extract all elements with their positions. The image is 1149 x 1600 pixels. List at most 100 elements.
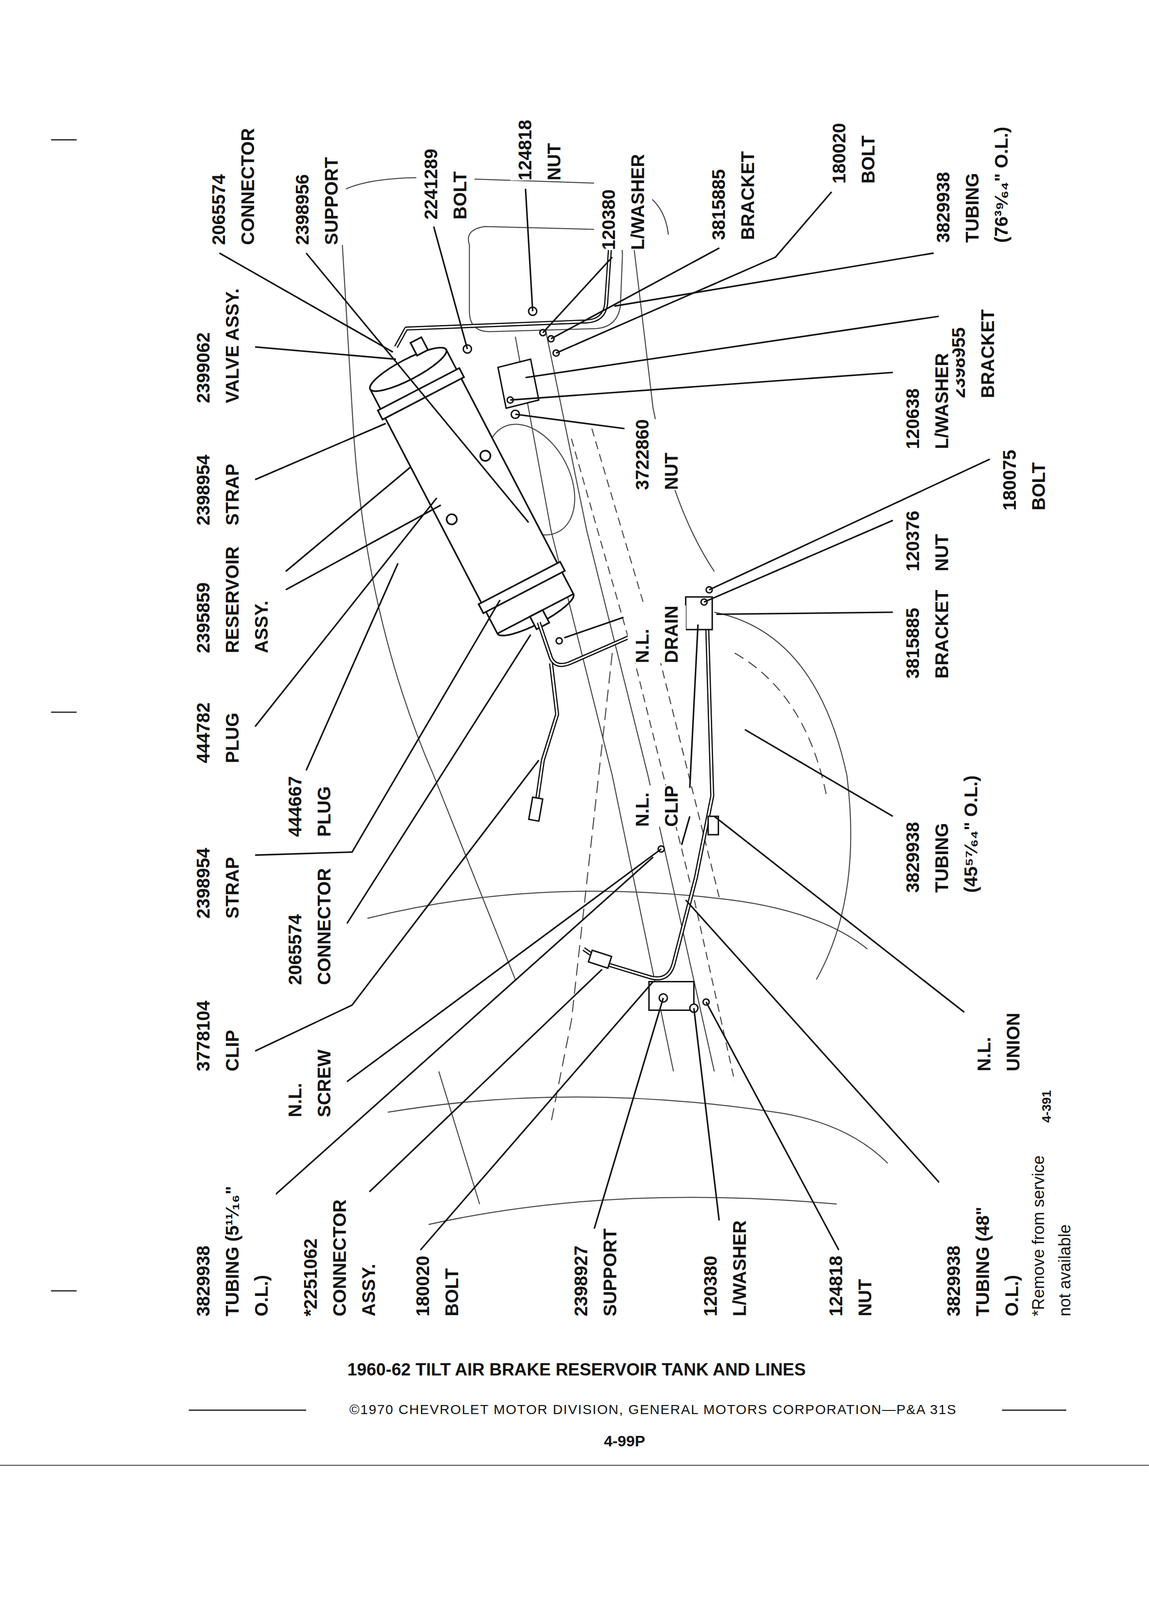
part-callout: 3829938 TUBING (48" O.L.) <box>939 1181 1027 1317</box>
air-tubing <box>534 663 557 817</box>
page-marks <box>50 1289 77 1292</box>
cab-outline <box>428 1197 837 1225</box>
copyright-line: ©1970 CHEVROLET MOTOR DIVISION, GENERAL … <box>346 1401 960 1418</box>
leader-lines <box>515 414 625 429</box>
part-callout: 180020 BOLT <box>408 1255 467 1317</box>
leader-lines <box>254 498 437 727</box>
leader-lines <box>306 563 399 771</box>
part-callout: 124818 NUT <box>821 1255 880 1317</box>
hardware <box>498 359 540 409</box>
part-callout: 2398954 STRAP <box>188 454 247 526</box>
part-callout: N.L. UNION <box>969 1012 1028 1072</box>
part-callout: 124818 NUT <box>510 119 569 181</box>
leader-lines <box>694 1008 720 1223</box>
cab-outline <box>714 612 851 980</box>
reservoir-tank <box>369 349 574 634</box>
part-callout: 444667 PLUG <box>280 776 339 837</box>
part-callout: 2241289 BOLT <box>416 148 475 220</box>
leader-lines <box>685 899 955 1199</box>
reservoir-tank <box>478 561 565 614</box>
part-callout: 120376 NUT <box>898 510 957 572</box>
reservoir-tank <box>444 512 459 526</box>
leader-lines <box>591 998 664 1237</box>
part-callout: 444782 PLUG <box>188 702 247 764</box>
part-callout: 180020 BOLT <box>824 123 883 184</box>
reservoir-tank <box>357 328 583 648</box>
leader-lines <box>510 372 894 400</box>
reservoir-tank <box>497 594 579 643</box>
part-callout: 3829938 TUBING (45⁵⁷⁄₆₄" O.L.) <box>898 758 986 893</box>
part-callout: N.L. DRAIN <box>627 605 686 664</box>
part-callout: 180075 BOLT <box>994 449 1054 510</box>
hardware <box>556 637 563 644</box>
reservoir-tank <box>410 337 428 356</box>
page-marks <box>50 139 77 141</box>
part-callout: *2251062 CONNECTOR ASSY. <box>295 1199 384 1317</box>
air-tubing <box>538 610 713 979</box>
reservoir-tank <box>478 449 493 463</box>
leader-lines <box>254 759 539 1051</box>
part-callout: 120380 L/WASHER <box>594 154 653 250</box>
page-marks <box>1002 1409 1067 1411</box>
leader-lines <box>346 634 531 924</box>
page-marks <box>0 139 1149 1466</box>
part-callout: 2395859 RESERVOIR ASSY. <box>188 546 276 654</box>
part-callout: 2398927 SUPPORT <box>566 1228 625 1317</box>
part-callout: 3722860 NUT <box>627 419 686 490</box>
part-callout: 2065574 CONNECTOR <box>280 867 339 985</box>
footnote: *Remove from service not available <box>1025 1139 1078 1317</box>
leader-lines <box>525 188 533 311</box>
cab-outline <box>387 1096 888 1164</box>
part-callout: 2065574 CONNECTOR <box>204 128 263 245</box>
part-callout: 2399062 VALVE ASSY. <box>188 272 247 404</box>
air-tubing <box>534 663 557 817</box>
air-tubing <box>395 188 713 979</box>
part-callout: 3778104 CLIP <box>188 1000 247 1072</box>
part-callout: 2398956 SUPPORT <box>287 156 346 245</box>
leader-lines <box>689 624 699 788</box>
leader-lines <box>433 226 468 349</box>
leader-lines <box>709 459 990 590</box>
page-marks <box>0 1464 1149 1466</box>
leader-lines <box>706 1001 840 1250</box>
part-callout: 3815885 BRACKET <box>704 150 763 240</box>
leader-lines <box>542 257 613 333</box>
leader-lines <box>219 188 990 1250</box>
leader-lines <box>254 599 500 855</box>
leader-lines <box>744 729 894 817</box>
cab-outline <box>734 653 827 796</box>
cab-outline <box>545 331 715 1072</box>
page-marks <box>188 1409 306 1411</box>
leader-lines <box>525 316 939 378</box>
part-callout: 2398954 STRAP <box>188 847 247 919</box>
hardware <box>588 949 612 968</box>
leader-lines <box>270 857 654 1199</box>
reservoir-tank <box>377 368 465 420</box>
hardware <box>463 307 719 1013</box>
figure-number: 4-391 <box>1036 1089 1058 1123</box>
part-callout: 120638 L/WASHER <box>898 353 957 450</box>
leader-lines <box>285 504 441 590</box>
part-callout: 3815885 BRACKET <box>898 589 957 679</box>
leader-lines <box>614 253 935 307</box>
part-callout: 3829938 TUBING (76³⁹⁄₆₄" O.L.) <box>928 108 1016 243</box>
leader-lines <box>346 849 661 1082</box>
leader-lines <box>564 617 624 638</box>
leader-lines <box>306 253 529 523</box>
cab-outline <box>632 236 715 572</box>
diagram-title: 1960-62 TILT AIR BRAKE RESERVOIR TANK AN… <box>344 1359 809 1379</box>
hardware <box>528 797 543 822</box>
part-callout: N.L. CLIP <box>627 784 686 827</box>
leader-lines <box>254 423 386 480</box>
cab-outline <box>367 891 868 950</box>
cab-outline <box>550 653 613 1123</box>
leader-lines <box>716 612 893 615</box>
page-marks <box>50 711 77 714</box>
part-callout: N.L. SCREW <box>280 1049 339 1118</box>
air-tubing <box>538 610 713 979</box>
leader-lines <box>254 346 396 360</box>
part-callout: 3829938 TUBING (5¹¹⁄₁₆" O.L.) <box>188 1181 276 1317</box>
leader-lines <box>704 520 893 603</box>
part-callout: 120380 L/WASHER <box>695 1220 755 1317</box>
hardware <box>649 981 695 1011</box>
